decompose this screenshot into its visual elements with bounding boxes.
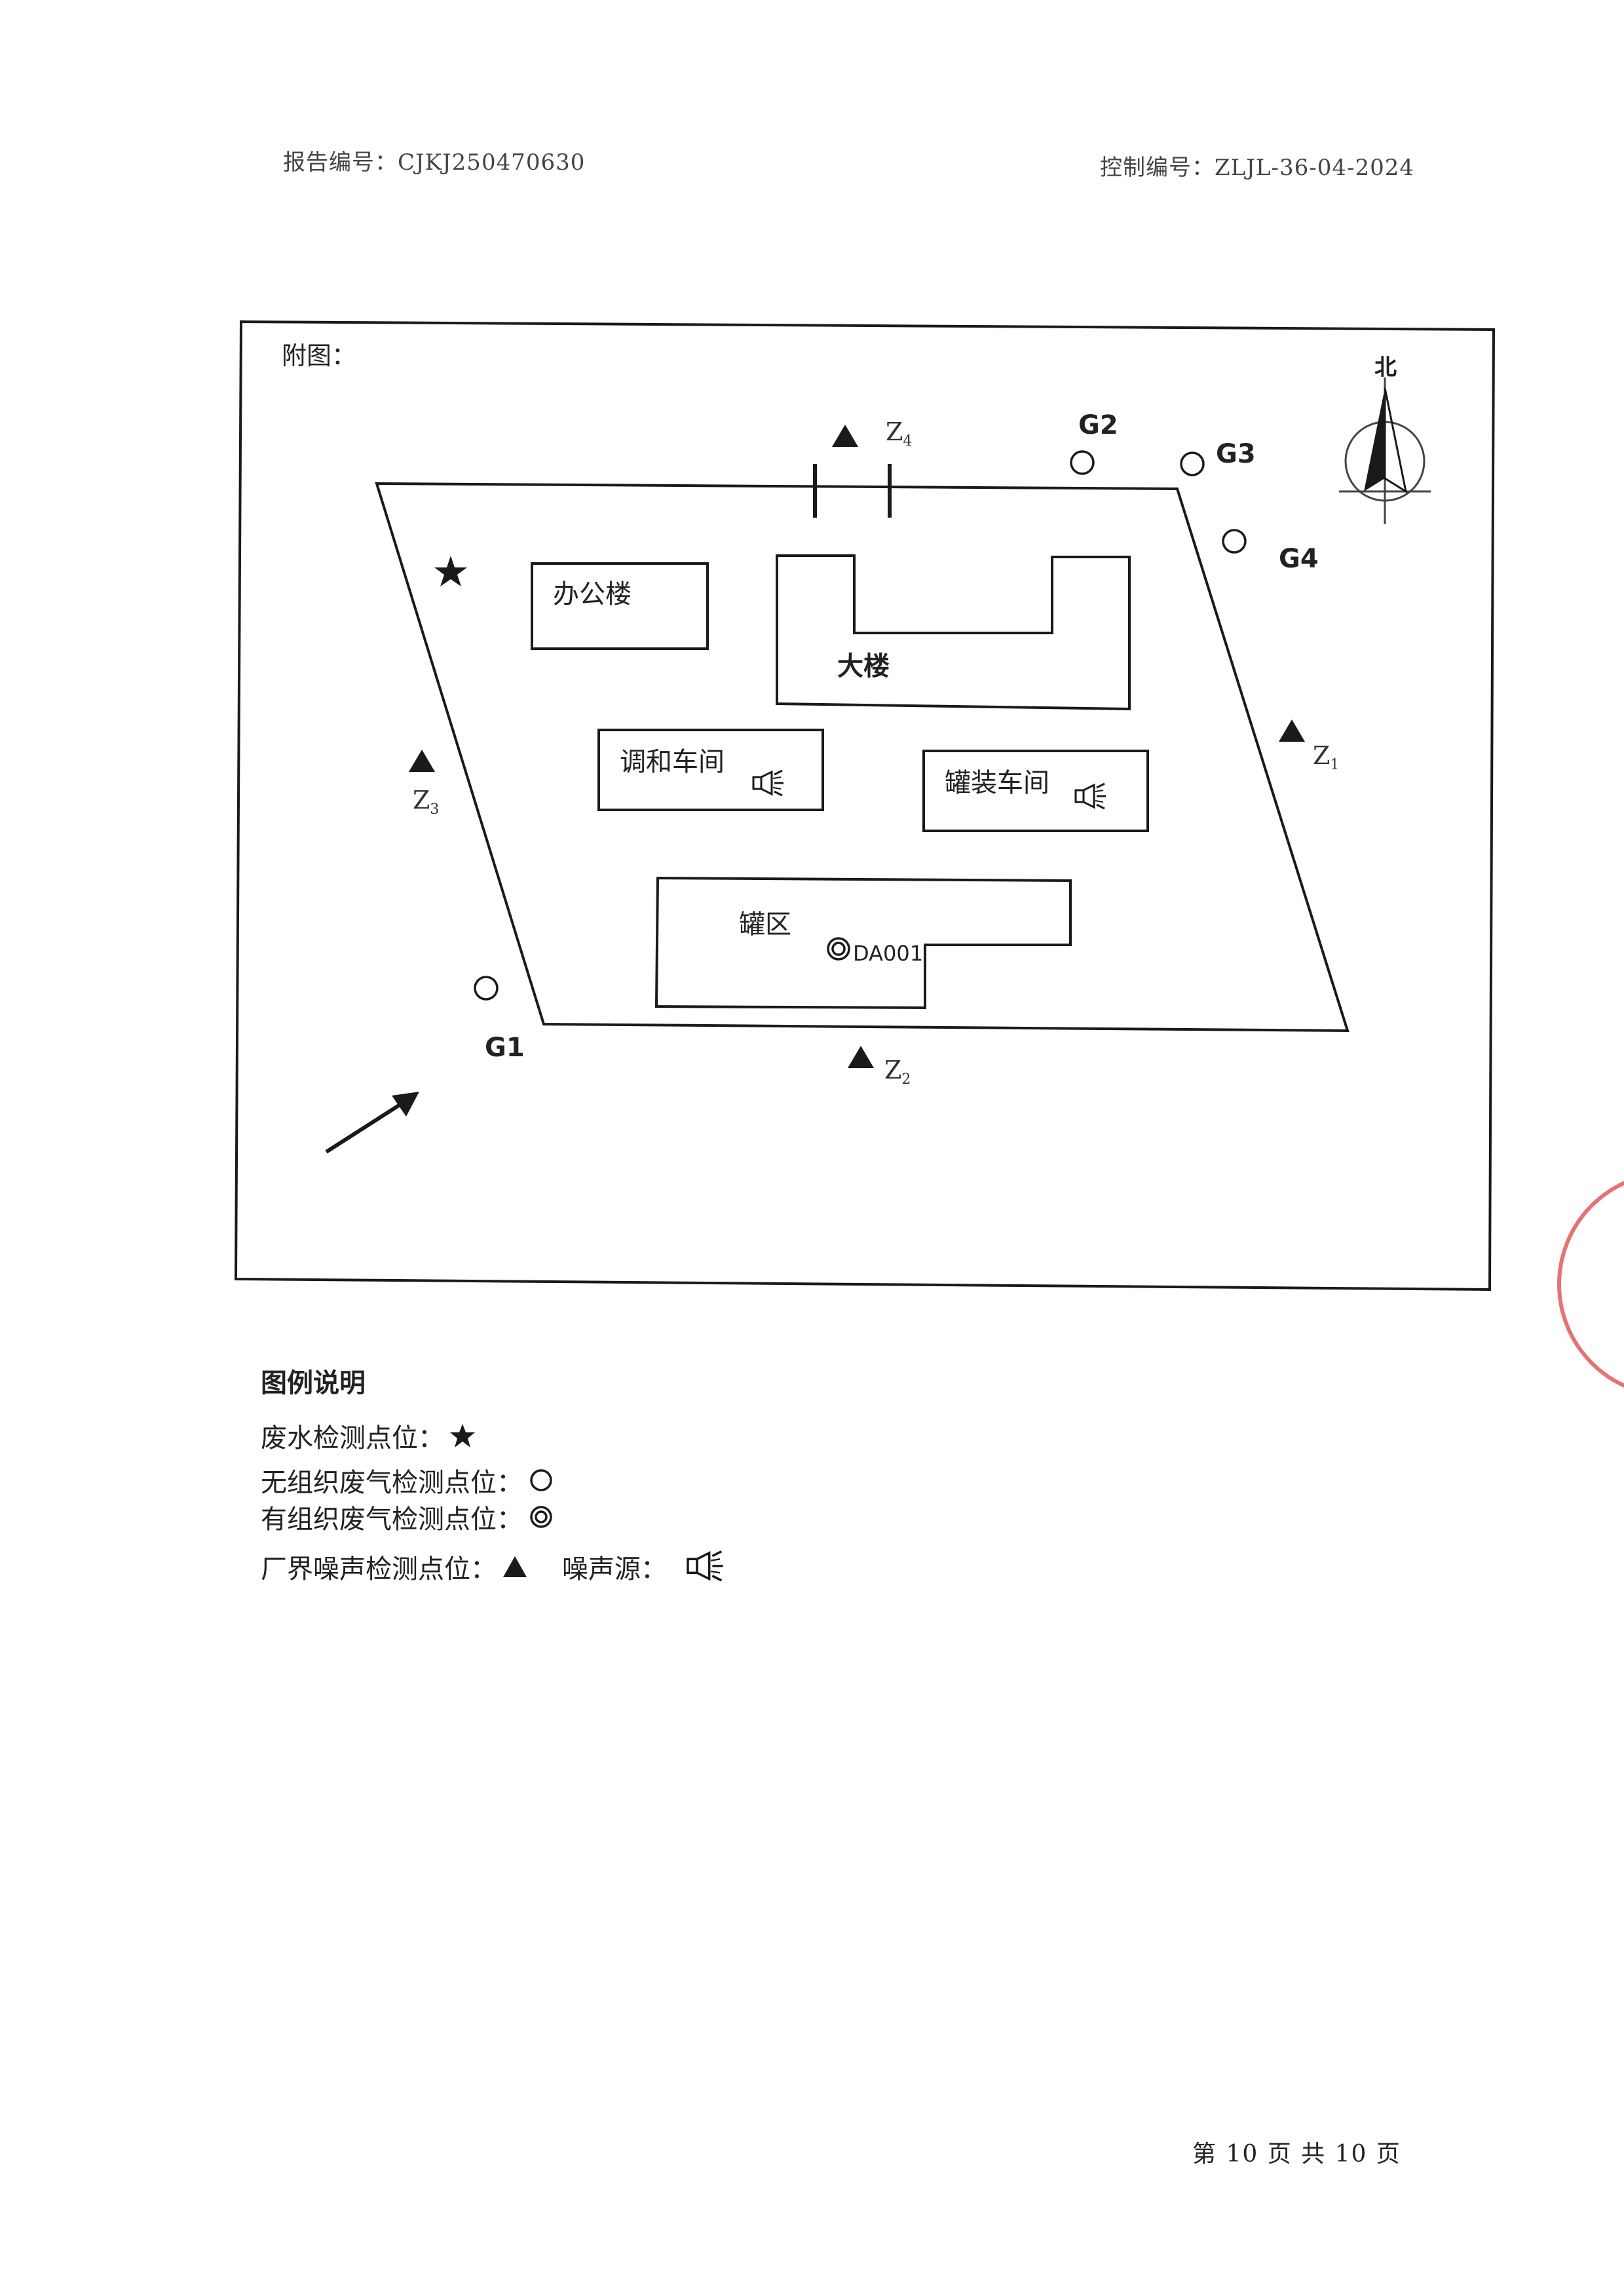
legend-wastewater-label: 废水检测点位： (261, 1423, 444, 1453)
wastewater-point-star (434, 556, 467, 586)
legend-noise: 厂界噪声检测点位： 噪声源： (261, 1548, 730, 1586)
noise-point-z2 (848, 1046, 874, 1068)
unorganized-gas-point-g4 (1222, 529, 1247, 554)
noise-source-icon (752, 769, 785, 797)
z4-label: Z4 (886, 417, 912, 450)
compass-label: 北 (1374, 354, 1397, 381)
unorganized-gas-point-g1 (474, 976, 499, 1001)
legend-wastewater: 废水检测点位： (261, 1417, 477, 1455)
triangle-icon (503, 1556, 527, 1577)
blending-workshop-label: 调和车间 (620, 747, 725, 777)
double-circle-icon (530, 1506, 552, 1528)
z3-label: Z3 (413, 786, 439, 818)
figure-frame (234, 320, 1496, 1292)
main-building-label: 大楼 (837, 651, 890, 681)
legend-organized-gas: 有组织废气检测点位： (261, 1498, 556, 1536)
canning-workshop (922, 750, 1149, 832)
page-footer: 第 10 页 共 10 页 (1192, 2141, 1401, 2168)
noise-source-icon (1074, 782, 1107, 810)
unorganized-gas-point-g3 (1180, 451, 1205, 476)
z1-label: Z1 (1313, 741, 1339, 773)
tank-area-label: 罐区 (739, 909, 791, 940)
site-map: 附图： 办公楼 大楼 调和车间 罐装车间 罐区 DA001 G1 G2 G3 G… (234, 320, 1496, 1292)
company-seal (1557, 1181, 1624, 1388)
organized-gas-point-da001 (827, 937, 850, 961)
wind-direction-arrow-icon (325, 1092, 419, 1154)
legend-title: 图例说明 (261, 1368, 366, 1398)
legend-organized-gas-label: 有组织废气检测点位： (261, 1504, 523, 1535)
factory-boundary (375, 482, 1350, 1033)
g3-label: G3 (1216, 439, 1256, 469)
g1-label: G1 (485, 1033, 525, 1063)
noise-point-z4 (832, 425, 858, 447)
speaker-icon (687, 1550, 725, 1582)
blending-workshop (597, 729, 824, 811)
noise-point-z1 (1279, 719, 1305, 742)
circle-icon (530, 1469, 552, 1491)
star-icon (450, 1424, 475, 1447)
legend-unorganized-gas: 无组织废气检测点位： (261, 1461, 556, 1499)
north-compass-icon (1339, 377, 1431, 524)
legend-unorganized-gas-label: 无组织废气检测点位： (261, 1468, 523, 1498)
control-number: 控制编号：ZLJL-36-04-2024 (1100, 155, 1414, 181)
office-building (531, 562, 709, 650)
report-number: 报告编号：CJKJ250470630 (283, 149, 586, 176)
da001-label: DA001 (853, 941, 923, 966)
canning-workshop-label: 罐装车间 (945, 768, 1049, 798)
noise-point-z3 (409, 750, 435, 772)
legend-boundary-noise-label: 厂界噪声检测点位： (261, 1554, 497, 1584)
unorganized-gas-point-g2 (1070, 450, 1095, 475)
figure-title: 附图： (282, 341, 356, 370)
z2-label: Z2 (884, 1056, 911, 1088)
main-building (776, 554, 1131, 711)
office-building-label: 办公楼 (553, 579, 632, 609)
g4-label: G4 (1279, 544, 1319, 574)
g2-label: G2 (1078, 410, 1118, 440)
tank-area (654, 876, 1072, 1010)
legend-noise-source-label: 噪声源： (562, 1554, 667, 1584)
